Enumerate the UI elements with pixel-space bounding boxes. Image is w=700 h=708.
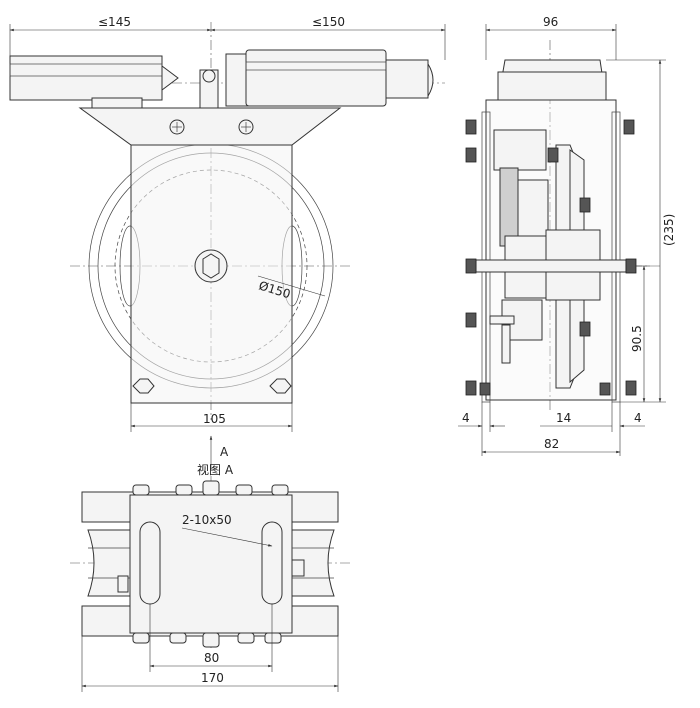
- side-view: 96 (235) 90.5 4 14 4 82: [458, 15, 676, 456]
- side-nuts: [465, 119, 637, 396]
- dim-axis-height: 90.5: [630, 325, 644, 352]
- axle-nut: [194, 249, 228, 283]
- dim-side-right-gap: 4: [634, 411, 642, 425]
- view-marker-label: 视图 A: [197, 462, 234, 477]
- bottom-bottom-nuts: [132, 632, 282, 648]
- dim-top-right: ≤150: [312, 15, 345, 29]
- bracket-screw-left: [169, 119, 185, 135]
- dim-hole-spacing: 80: [204, 651, 219, 665]
- dim-side-depth: 82: [544, 437, 559, 451]
- dim-side-height: (235): [662, 214, 676, 246]
- bracket-screw-right: [238, 119, 254, 135]
- dim-side-left-gap: 4: [462, 411, 470, 425]
- left-housing: [9, 55, 163, 101]
- base-bolt-right: [269, 378, 292, 394]
- dim-side-width: 96: [543, 15, 558, 29]
- front-view: Ø150 ≤145 ≤150 105 A 视图 A: [9, 15, 446, 477]
- dim-total-width: 170: [201, 671, 224, 685]
- gear-rack: [499, 167, 519, 247]
- dim-top-left: ≤145: [98, 15, 131, 29]
- slot-spec-label: 2-10x50: [182, 513, 232, 527]
- bottom-top-nuts: [132, 480, 289, 496]
- bottom-view: 2-10x50 80 170: [70, 476, 350, 692]
- slot-left: [139, 521, 161, 605]
- view-marker-letter: A: [220, 445, 229, 459]
- upper-bracket: [78, 107, 342, 146]
- slot-right: [261, 521, 283, 605]
- base-bolt-left: [132, 378, 155, 394]
- dim-base-width: 105: [203, 412, 226, 426]
- dim-side-middle: 14: [556, 411, 571, 425]
